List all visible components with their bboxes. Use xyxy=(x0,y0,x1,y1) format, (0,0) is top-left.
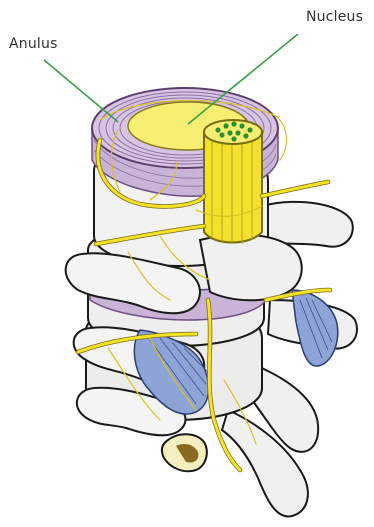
nerve-root-cut xyxy=(162,434,207,471)
anulus-label: Anulus xyxy=(9,36,58,52)
anulus-pointer xyxy=(44,60,118,122)
spinal-cord xyxy=(204,120,262,244)
nucleus-label: Nucleus xyxy=(306,9,363,25)
lamina xyxy=(200,235,302,301)
